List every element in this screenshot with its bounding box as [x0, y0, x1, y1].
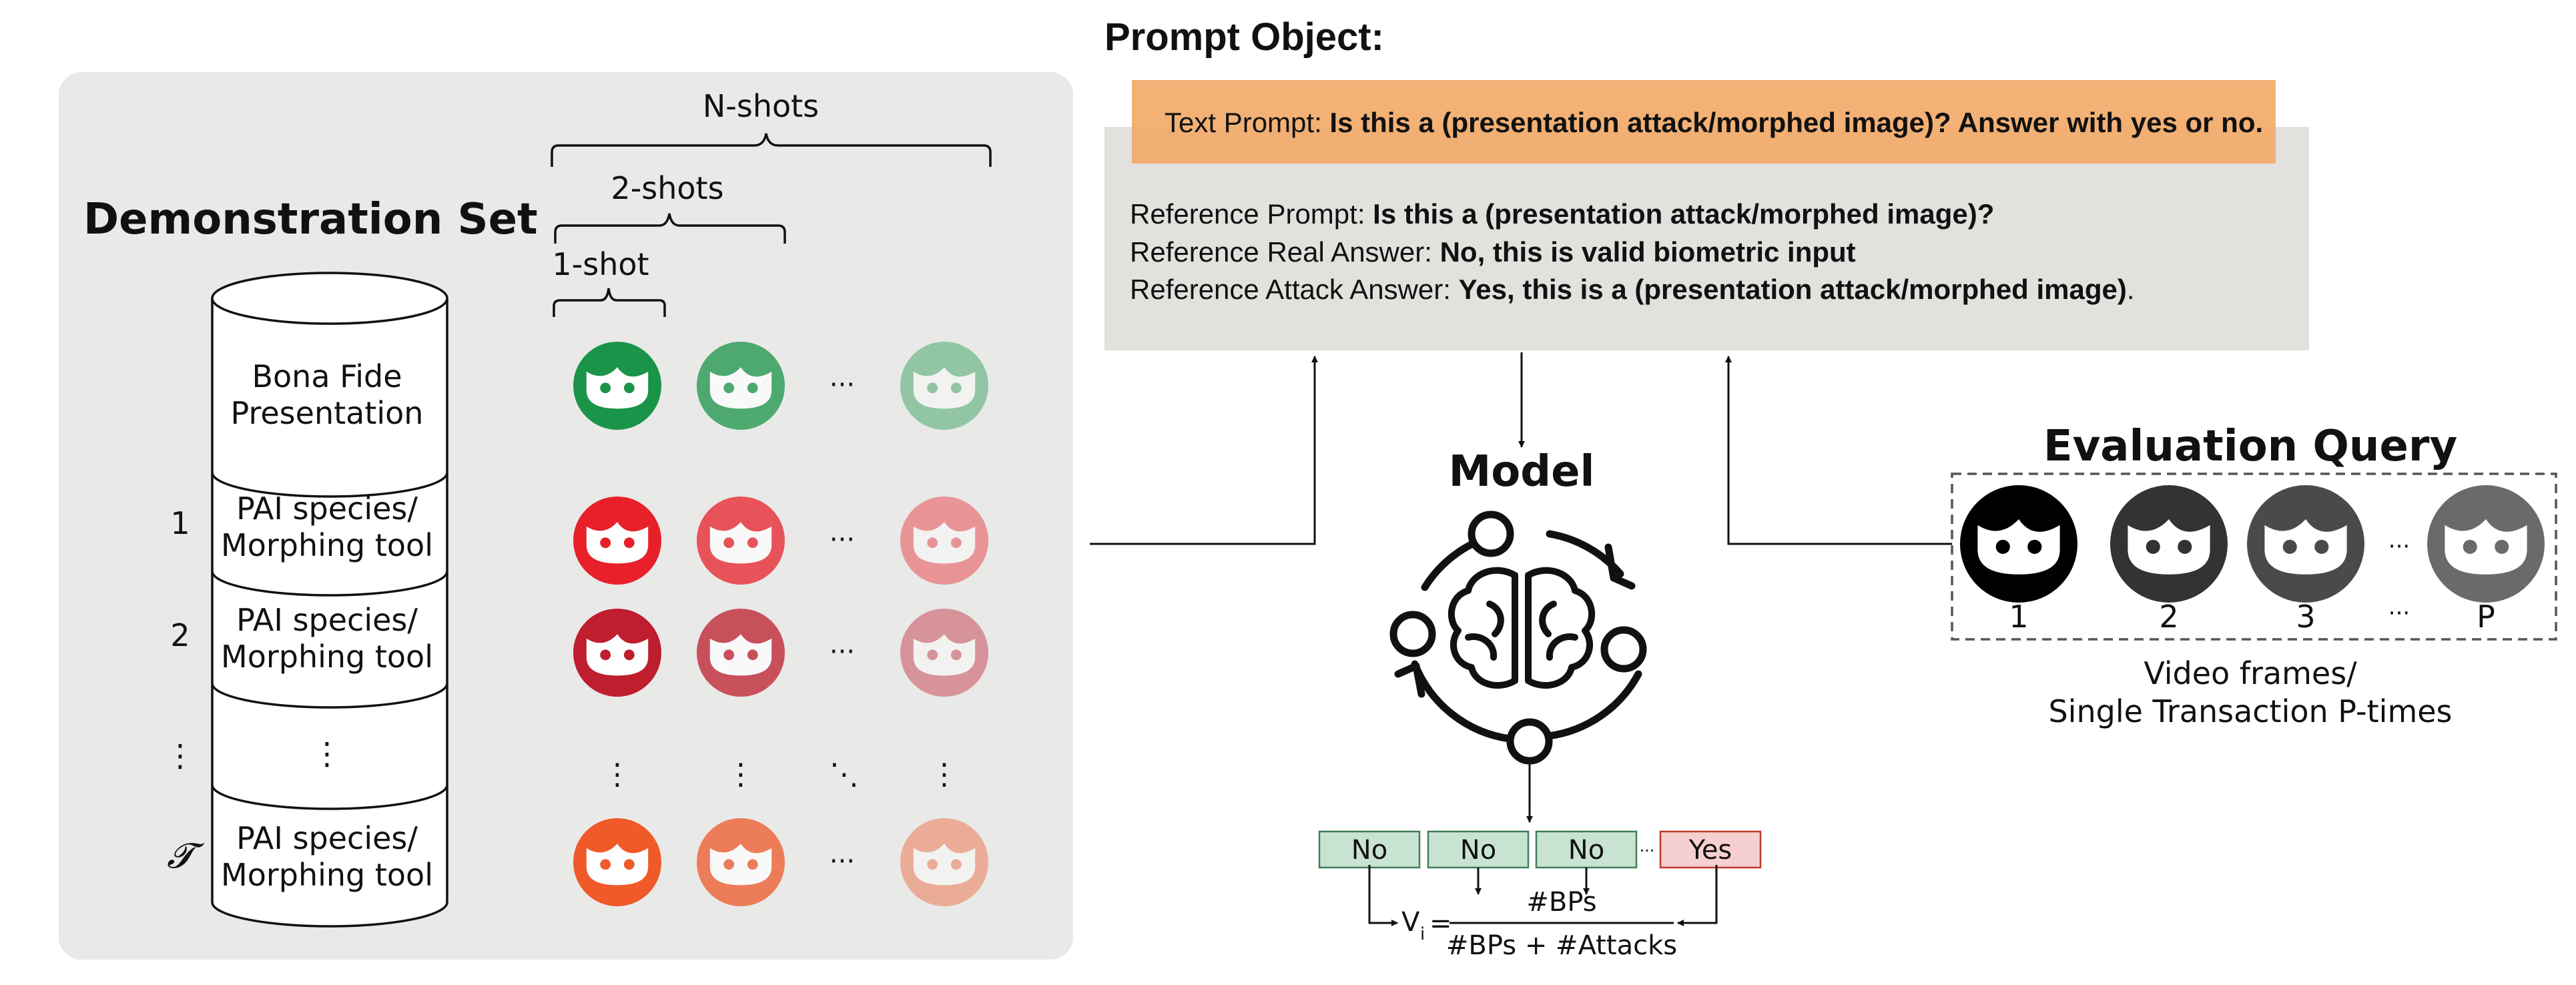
n-shots-brace	[551, 133, 992, 167]
reference-prompt: Reference Prompt: Is this a (presentatio…	[1130, 198, 1994, 230]
model-title: Model	[1449, 447, 1595, 497]
evaluation-query-title: Evaluation Query	[2043, 422, 2457, 471]
demonstration-title: Demonstration Set	[83, 195, 538, 244]
reference-attack-answer: Reference Attack Answer: Yes, this is a …	[1130, 274, 2135, 305]
cylinder-row-label: PAI species/	[236, 820, 418, 856]
cylinder-row-label: Morphing tool	[221, 527, 433, 563]
decision-label: No	[1351, 835, 1387, 866]
decision-no-box: No	[1535, 830, 1638, 869]
formula-equals: =	[1429, 908, 1452, 939]
last-decision-to-formula-arrow	[1677, 865, 1718, 926]
evaluation-caption-line1: Video frames/	[2144, 655, 2357, 691]
formula-lhs: V	[1401, 907, 1420, 938]
face-icon	[900, 342, 988, 430]
formula-subscript: i	[1420, 924, 1425, 944]
evaluation-caption-line2: Single Transaction P-times	[2048, 693, 2452, 729]
database-cylinder	[211, 272, 448, 928]
query-face-icon	[2110, 485, 2228, 603]
frame-label: 3	[2296, 599, 2315, 635]
query-face-icon	[2247, 485, 2364, 603]
face-icon	[697, 342, 785, 430]
face-icon	[697, 609, 785, 697]
frame-label: 1	[2009, 599, 2028, 635]
text-prompt-highlight	[1132, 80, 2276, 163]
frame-label: P	[2477, 599, 2495, 635]
row-ellipsis: ···	[830, 637, 855, 667]
prompt-box	[1104, 127, 2309, 350]
face-icon	[697, 497, 785, 585]
cylinder-row-label: PAI species/	[236, 490, 418, 527]
decision-no-box: No	[1318, 830, 1421, 869]
face-icon	[900, 497, 988, 585]
row-index: ⋮	[165, 737, 196, 773]
reference-real-answer: Reference Real Answer: No, this is valid…	[1130, 236, 1856, 268]
decision-label: Yes	[1688, 835, 1732, 866]
n-shots-label: N-shots	[703, 88, 819, 124]
one-shot-brace	[553, 288, 666, 317]
model-cycle-icon	[1389, 511, 1647, 765]
cylinder-row-label: ⋮	[312, 735, 342, 771]
query-face-icon	[1960, 485, 2077, 603]
prompt-object-title: Prompt Object:	[1104, 15, 1384, 59]
formula-denominator: #BPs + #Attacks	[1446, 930, 1677, 961]
decision-ellipsis: ···	[1640, 842, 1655, 860]
brain-icon	[1447, 567, 1596, 689]
query-to-prompt-arrow	[1725, 356, 1952, 545]
face-icon	[900, 818, 988, 906]
vertical-ellipsis: ⋮	[726, 757, 755, 791]
decision-label: No	[1568, 835, 1604, 866]
row-index: 2	[170, 617, 190, 653]
decision-no-box: No	[1427, 830, 1530, 869]
query-face-ellipsis: ···	[2388, 533, 2410, 560]
diagonal-ellipsis: ⋱	[830, 757, 859, 791]
demo-to-prompt-arrow	[1090, 356, 1318, 545]
face-icon	[697, 818, 785, 906]
vertical-ellipsis: ⋮	[603, 757, 632, 791]
face-icon	[573, 818, 661, 906]
text-prompt: Text Prompt: Is this a (presentation att…	[1165, 107, 2263, 138]
row-index: 1	[170, 505, 190, 541]
face-icon	[573, 609, 661, 697]
query-face-icon	[2427, 485, 2545, 603]
first-decision-to-formula-arrow	[1368, 865, 1398, 926]
frame-label-ellipsis: ···	[2388, 600, 2410, 627]
row-ellipsis: ···	[830, 370, 855, 400]
face-icon	[900, 609, 988, 697]
cylinder-row-label: Bona Fide	[252, 358, 402, 394]
two-shots-brace	[554, 213, 786, 244]
face-icon	[573, 342, 661, 430]
decision-label: No	[1460, 835, 1496, 866]
decision-yes-box: Yes	[1659, 830, 1762, 869]
frame-label: 2	[2159, 599, 2178, 635]
two-shots-label: 2-shots	[611, 170, 723, 206]
cylinder-row-label: Morphing tool	[221, 857, 433, 893]
formula-numerator: #BPs	[1526, 887, 1596, 918]
row-ellipsis: ···	[830, 846, 855, 877]
row-ellipsis: ···	[830, 525, 855, 555]
face-icon	[573, 497, 661, 585]
vertical-ellipsis: ⋮	[930, 757, 959, 791]
cylinder-row-label: PAI species/	[236, 602, 418, 638]
cylinder-row-label: Morphing tool	[221, 639, 433, 675]
cylinder-row-label: Presentation	[231, 395, 424, 431]
one-shot-label: 1-shot	[552, 246, 649, 282]
